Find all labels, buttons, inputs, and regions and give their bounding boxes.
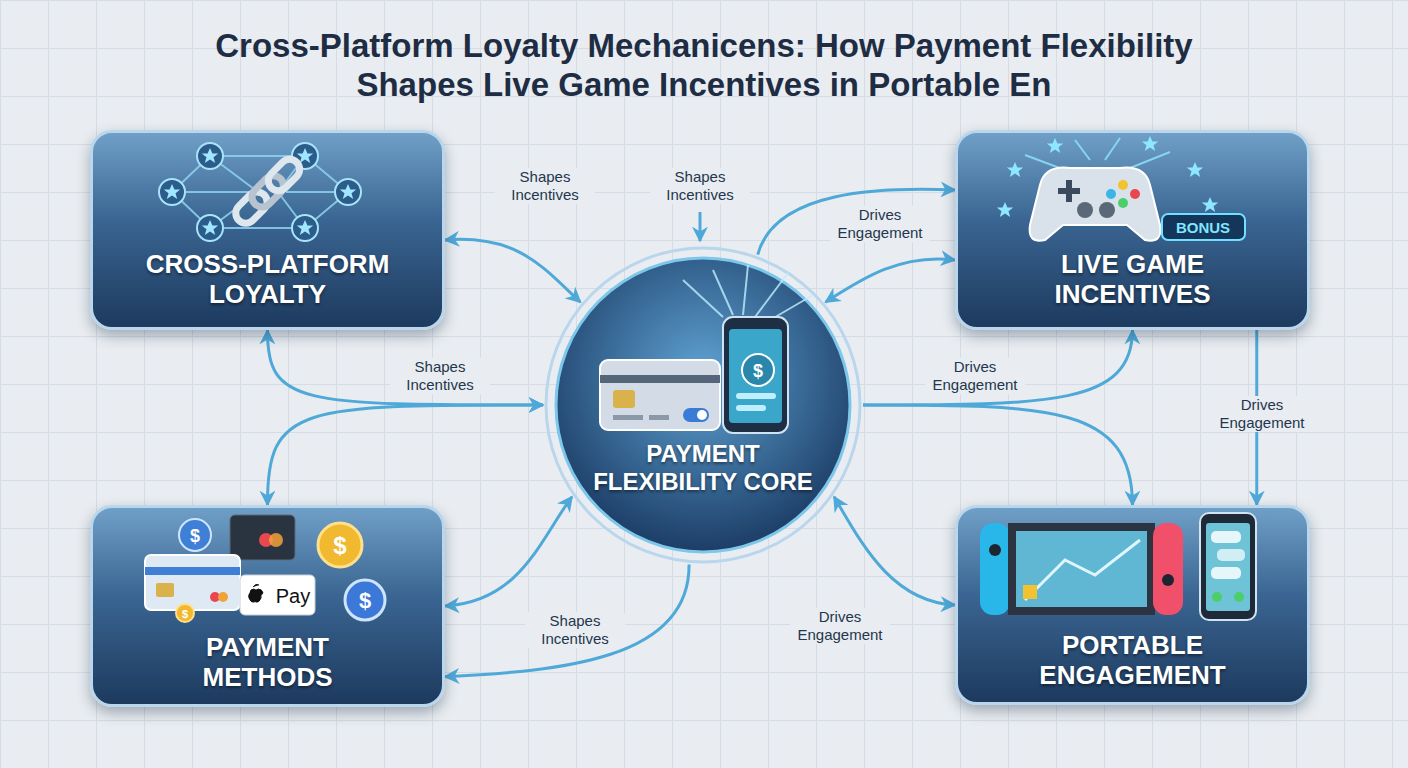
connector-arrow bbox=[834, 497, 955, 605]
currency-symbol: $ bbox=[333, 532, 346, 560]
currency-symbol: $ bbox=[182, 608, 188, 620]
connector-arrow bbox=[863, 330, 1133, 405]
node-label: LIVE GAME INCENTIVES bbox=[983, 249, 1283, 309]
diagram-title: Cross-Platform Loyalty Mechanicens: How … bbox=[184, 26, 1224, 104]
incoming-arrow bbox=[699, 212, 702, 241]
connector-arrow bbox=[758, 189, 955, 254]
feature-box: PAYMENT METHODS bbox=[90, 505, 445, 707]
edge-label: Drives Engagement bbox=[1212, 396, 1312, 432]
edge-label: Drives Engagement bbox=[830, 206, 930, 242]
connector-arrow bbox=[267, 405, 543, 505]
connector-arrow bbox=[445, 564, 689, 676]
bonus-badge-text: BONUS bbox=[1176, 219, 1230, 236]
arrow-label: Shapes Incentives bbox=[650, 168, 750, 204]
core-circle: PAYMENT FLEXIBILITY CORE bbox=[543, 245, 863, 565]
feature-box: PORTABLE ENGAGEMENT bbox=[955, 505, 1310, 705]
connector-arrow bbox=[445, 239, 580, 302]
feature-box: LIVE GAME INCENTIVES bbox=[955, 130, 1310, 330]
currency-symbol: $ bbox=[753, 361, 763, 382]
edge-label: Drives Engagement bbox=[925, 358, 1025, 394]
edge-label: Shapes Incentives bbox=[525, 612, 625, 648]
connector-arrow bbox=[826, 259, 955, 302]
node-label: CROSS-PLATFORM LOYALTY bbox=[118, 249, 418, 309]
currency-symbol: $ bbox=[190, 526, 200, 547]
node-label: PORTABLE ENGAGEMENT bbox=[973, 630, 1293, 690]
connector-arrow bbox=[863, 405, 1133, 505]
connector-arrow bbox=[445, 497, 572, 606]
connector-arrow bbox=[267, 330, 543, 405]
node-label: PAYMENT METHODS bbox=[148, 632, 388, 692]
apple-pay-text: Pay bbox=[276, 585, 310, 608]
edge-label: Shapes Incentives bbox=[495, 168, 595, 204]
node-label: PAYMENT FLEXIBILITY CORE bbox=[593, 440, 813, 496]
currency-symbol: $ bbox=[359, 588, 371, 614]
feature-box: CROSS-PLATFORM LOYALTY bbox=[90, 130, 445, 330]
core-rings-icon bbox=[543, 245, 863, 565]
edge-label: Drives Engagement bbox=[790, 608, 890, 644]
edge-label: Shapes Incentives bbox=[390, 358, 490, 394]
